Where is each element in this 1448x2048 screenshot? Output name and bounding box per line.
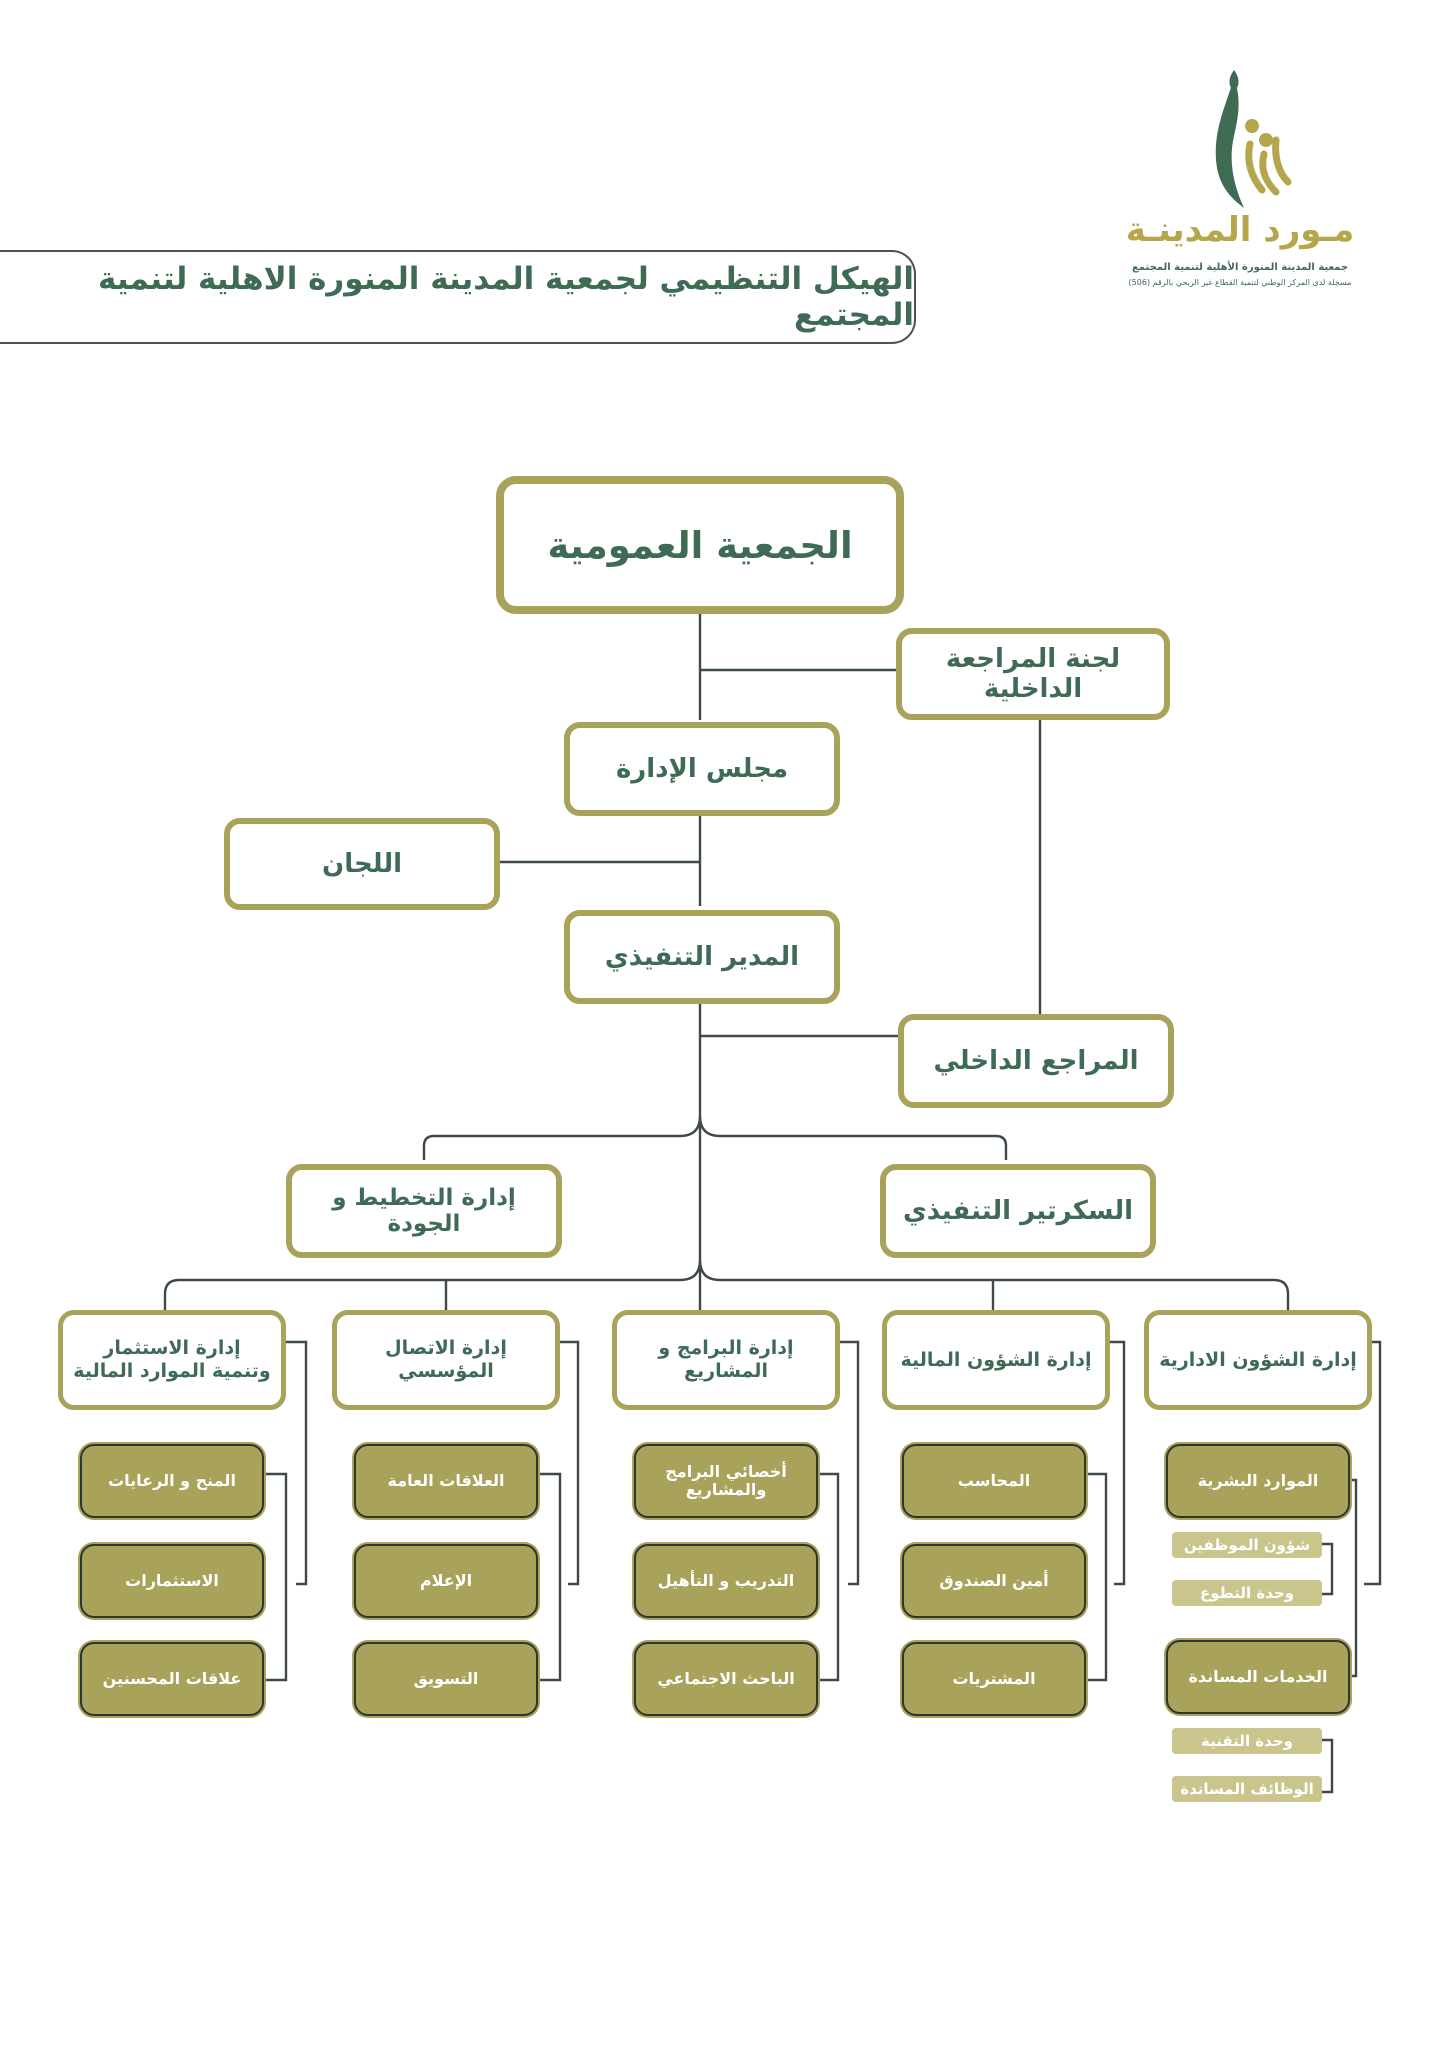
tag-technology-unit: وحدة التقنية xyxy=(1172,1728,1322,1754)
unit-media: الإعلام xyxy=(354,1544,538,1618)
internal-auditor-box: المراجع الداخلي xyxy=(898,1014,1174,1108)
board-box: مجلس الإدارة xyxy=(564,722,840,816)
dept-corporate-communication: إدارة الاتصال المؤسسي xyxy=(332,1310,560,1410)
executive-secretary-box: السكرتير التنفيذي xyxy=(880,1164,1156,1258)
unit-support-services: الخدمات المساندة xyxy=(1166,1640,1350,1714)
unit-human-resources: الموارد البشرية xyxy=(1166,1444,1350,1518)
unit-training-qualification: التدريب و التأهيل xyxy=(634,1544,818,1618)
dept-programs-projects: إدارة البرامج و المشاريع xyxy=(612,1310,840,1410)
dept-admin-affairs: إدارة الشؤون الادارية xyxy=(1144,1310,1372,1410)
unit-grants-sponsorships: المنح و الرعايات xyxy=(80,1444,264,1518)
logo-name: مـورد المدينـة xyxy=(1125,210,1355,250)
unit-treasurer: أمين الصندوق xyxy=(902,1544,1086,1618)
dept-finance: إدارة الشؤون المالية xyxy=(882,1310,1110,1410)
tag-support-functions: الوظائف المساندة xyxy=(1172,1776,1322,1802)
unit-donor-relations: علاقات المحسنين xyxy=(80,1642,264,1716)
general-assembly-box: الجمعية العمومية xyxy=(496,476,904,614)
unit-accountant: المحاسب xyxy=(902,1444,1086,1518)
unit-marketing: التسويق xyxy=(354,1642,538,1716)
page-title: الهيكل التنظيمي لجمعية المدينة المنورة ا… xyxy=(0,250,916,344)
tag-volunteering-unit: وحدة التطوع xyxy=(1172,1580,1322,1606)
unit-public-relations: العلاقات العامة xyxy=(354,1444,538,1518)
logo: مـورد المدينـة جمعية المدينة المنورة الأ… xyxy=(1120,70,1360,320)
logo-subtitle: جمعية المدينة المنورة الأهلية لتنمية الم… xyxy=(1131,262,1349,273)
unit-social-researcher: الباحث الاجتماعي xyxy=(634,1642,818,1716)
logo-mark-icon xyxy=(1215,70,1292,208)
unit-programs-specialist: أخصائي البرامج والمشاريع xyxy=(634,1444,818,1518)
executive-director-box: المدير التنفيذي xyxy=(564,910,840,1004)
unit-investments: الاستثمارات xyxy=(80,1544,264,1618)
planning-quality-box: إدارة التخطيط و الجودة xyxy=(286,1164,562,1258)
tag-employee-affairs: شؤون الموظفين xyxy=(1172,1532,1322,1558)
internal-audit-committee-box: لجنة المراجعة الداخلية xyxy=(896,628,1170,720)
logo-registration: مسجلة لدى المركز الوطني لتنمية القطاع غي… xyxy=(1128,278,1352,287)
dept-investment-resources: إدارة الاستثمار وتنمية الموارد المالية xyxy=(58,1310,286,1410)
unit-procurement: المشتريات xyxy=(902,1642,1086,1716)
committees-box: اللجان xyxy=(224,818,500,910)
